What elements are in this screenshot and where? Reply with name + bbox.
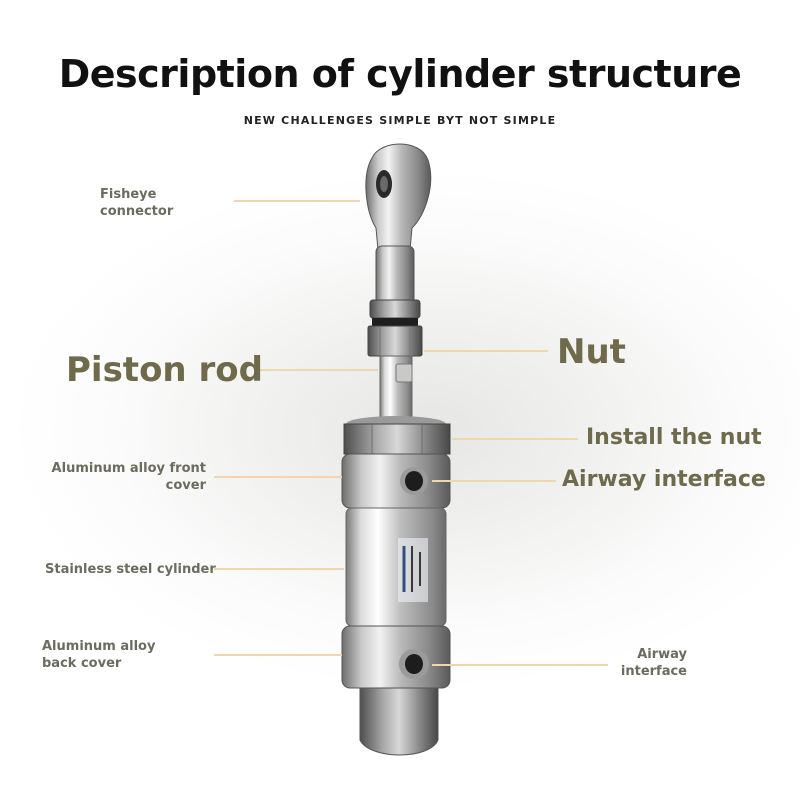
label-fisheye-connector: Fisheye connector	[100, 187, 174, 219]
label-airway-interface-bottom: Airway interface	[620, 647, 687, 679]
label-nut: Nut	[557, 332, 626, 372]
leader-piston-rod	[256, 369, 378, 371]
leader-airway-top	[432, 480, 556, 482]
piston-rod-shape	[379, 355, 413, 419]
leader-airway-bottom	[432, 664, 608, 666]
label-front-cover: Aluminum alloy front cover	[51, 461, 206, 493]
nut-shape	[367, 325, 423, 357]
label-back-cover: Aluminum alloy back cover	[42, 639, 156, 671]
leader-fisheye	[234, 200, 360, 202]
steel-cylinder-shape	[345, 507, 447, 627]
leader-nut	[424, 350, 548, 352]
page-title: Description of cylinder structure	[58, 52, 742, 96]
label-install-nut: Install the nut	[586, 425, 762, 450]
label-stainless-steel-cylinder: Stainless steel cylinder	[45, 562, 216, 577]
label-piston-rod: Piston rod	[66, 350, 263, 390]
install-nut-shape	[343, 416, 451, 455]
leader-front-cover	[214, 476, 342, 478]
leader-steel-cylinder	[214, 568, 344, 570]
fisheye-connector-shape	[365, 143, 432, 326]
leader-back-cover	[214, 654, 342, 656]
front-cover-shape	[341, 453, 451, 509]
rear-end-shape	[359, 687, 439, 756]
page-subtitle: NEW CHALLENGES SIMPLE BYT NOT SIMPLE	[243, 114, 557, 127]
leader-install-nut	[452, 438, 578, 440]
back-cover-shape	[341, 625, 451, 689]
label-airway-interface-top: Airway interface	[562, 467, 766, 492]
